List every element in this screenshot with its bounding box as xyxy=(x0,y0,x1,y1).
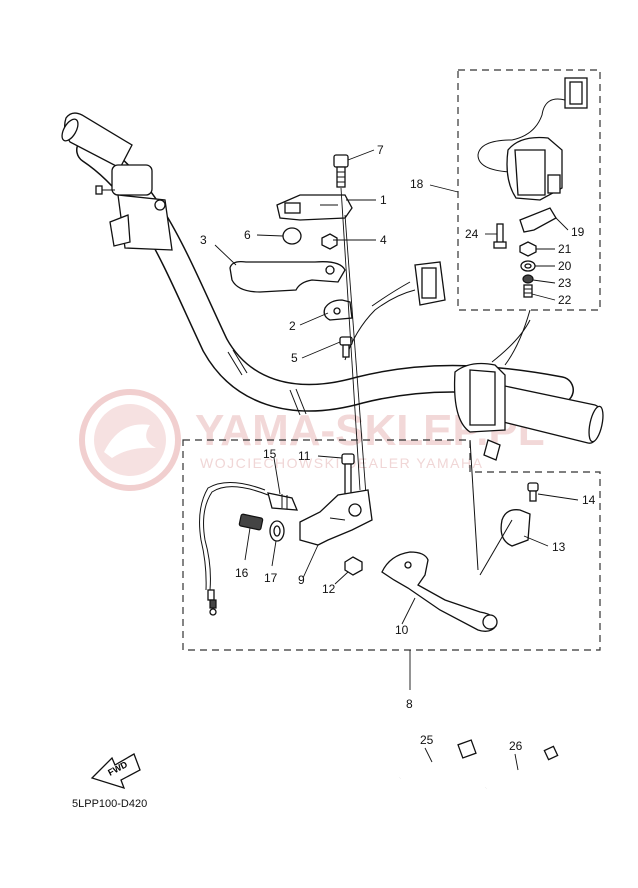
leader-lines xyxy=(214,149,579,771)
bolt-7 xyxy=(333,154,349,188)
callout-10: 10 xyxy=(395,623,409,637)
adjuster-16 xyxy=(238,513,264,531)
callout-20: 20 xyxy=(558,259,572,273)
screw-22 xyxy=(523,284,533,298)
right-grip xyxy=(494,384,604,444)
callout-9: 9 xyxy=(298,573,305,587)
callout-18: 18 xyxy=(410,177,424,191)
cable-tie-26 xyxy=(485,745,559,790)
clamp-13 xyxy=(500,509,531,547)
nut-21 xyxy=(519,241,537,257)
callout-2: 2 xyxy=(289,319,296,333)
diagram-code: 5LPP100-D420 xyxy=(72,798,147,810)
callout-21: 21 xyxy=(558,242,572,256)
callout-15: 15 xyxy=(263,447,277,461)
callout-6: 6 xyxy=(244,228,251,242)
clamp-19 xyxy=(519,207,557,233)
callout-17: 17 xyxy=(264,571,278,585)
callout-labels: 7 1 4 6 3 2 5 18 24 19 21 20 23 22 11 15… xyxy=(200,143,596,753)
choke-holder-1 xyxy=(276,194,353,221)
callout-3: 3 xyxy=(200,233,207,247)
left-switch-connector xyxy=(344,261,446,361)
switch-assembly-18 xyxy=(477,77,588,201)
callout-13: 13 xyxy=(552,540,566,554)
knob-6 xyxy=(282,227,302,245)
plate-2 xyxy=(323,299,353,321)
lever-holder-9 xyxy=(299,489,373,546)
right-handlebar-switch xyxy=(453,319,531,461)
kit-box-8 xyxy=(182,439,601,651)
callout-5: 5 xyxy=(291,351,298,365)
callout-22: 22 xyxy=(558,293,572,307)
bolt-14 xyxy=(527,482,539,502)
washer-23 xyxy=(522,274,534,284)
choke-lever-3 xyxy=(229,260,346,293)
nut-4 xyxy=(321,233,338,250)
watermark-sub-text: WOJCIECHOWSKI DEALER YAMAHA xyxy=(200,455,483,471)
clutch-cable-adjuster-15 xyxy=(267,492,299,511)
screw-5 xyxy=(339,336,353,358)
callout-24: 24 xyxy=(465,227,479,241)
callout-4: 4 xyxy=(380,233,387,247)
callout-12: 12 xyxy=(322,582,336,596)
callout-14: 14 xyxy=(582,493,596,507)
callout-1: 1 xyxy=(380,193,387,207)
callout-25: 25 xyxy=(420,733,434,747)
washer-20 xyxy=(520,260,536,272)
nut-12 xyxy=(344,556,363,576)
master-cylinder xyxy=(95,164,173,251)
callout-7: 7 xyxy=(377,143,384,157)
callout-8: 8 xyxy=(406,697,413,711)
locknut-17 xyxy=(269,520,285,542)
cable-tie-25 xyxy=(399,739,477,780)
callout-23: 23 xyxy=(558,276,572,290)
clutch-lever-10 xyxy=(381,551,498,632)
forward-arrow-icon: FWD xyxy=(90,753,141,790)
callout-16: 16 xyxy=(235,566,249,580)
callout-19: 19 xyxy=(571,225,585,239)
screw-24 xyxy=(493,223,507,249)
left-grip xyxy=(61,112,133,169)
watermark-logo-icon xyxy=(79,389,181,491)
callout-26: 26 xyxy=(509,739,523,753)
callout-11: 11 xyxy=(298,449,311,463)
